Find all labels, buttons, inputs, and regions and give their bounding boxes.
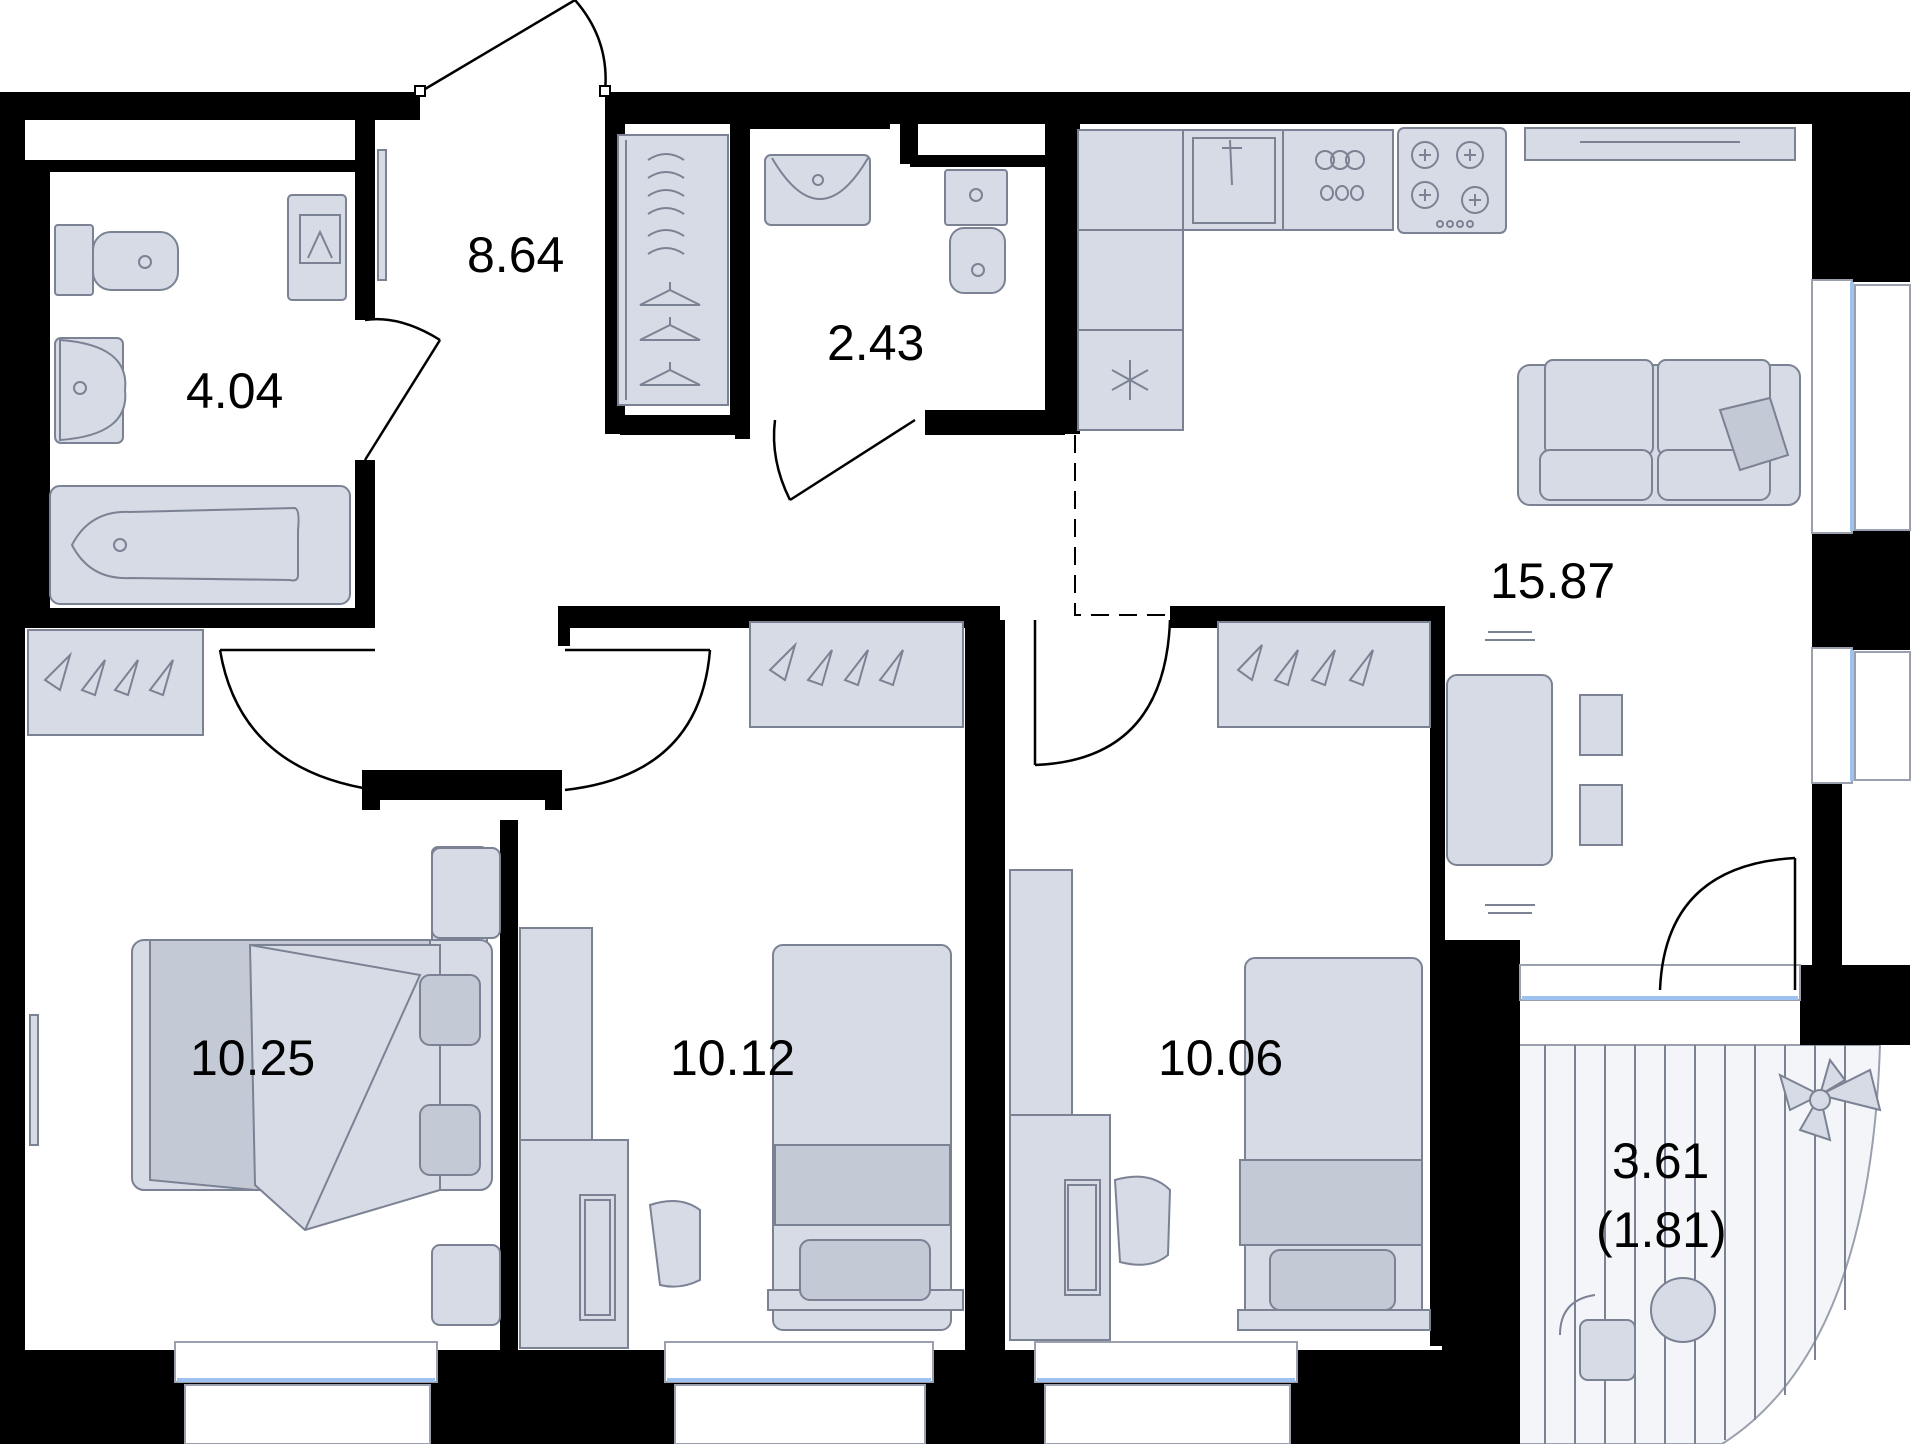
desk-3-icon [1009,869,1172,1341]
bathroom-door [363,318,442,461]
balcony-furniture [1559,1057,1882,1381]
hallway-mirror [377,149,387,281]
bedroom-2-furniture [519,621,964,1349]
bathtub-icon [49,485,351,605]
wardrobe-icon [27,629,204,736]
wardrobe-2-icon [749,621,964,728]
room-area-kitchen-living: 15.87 [1490,553,1615,609]
double-bed-icon [131,846,493,1232]
plant-icon [1778,1057,1882,1142]
area-labels: 4.04 8.64 2.43 15.87 10.25 10.12 10.06 3… [186,227,1727,1258]
window-bedroom-2 [664,1341,934,1444]
toilet-icon [944,169,1008,294]
bedroom-1-mirror [29,1014,39,1146]
room-area-bedroom-1: 10.25 [190,1030,315,1086]
room-area-toilet: 2.43 [827,315,924,371]
room-area-bedroom-2: 10.12 [670,1030,795,1086]
fridge-icon [1077,329,1184,431]
room-area-bathroom: 4.04 [186,363,283,419]
dishwasher-icon [1282,129,1394,231]
room-area-bedroom-3: 10.06 [1158,1030,1283,1086]
toilet-door [772,418,916,502]
doors [218,0,1797,991]
single-bed-3-icon [1237,957,1431,1331]
sink-icon [54,337,127,444]
stove-icon [1397,127,1507,234]
windows [174,279,1911,1444]
kitchen-furniture [1077,127,1801,914]
room-area-hallway: 8.64 [467,227,564,283]
dining-table-icon [1446,631,1623,914]
bedroom-2-door [564,648,712,792]
window-kitchen-lower [1811,647,1911,784]
single-bed-2-icon [767,944,964,1331]
nightstand-bottom [431,1244,501,1326]
entrance-door [414,0,611,97]
kitchen-opening [1074,435,1180,616]
kitchen-sink-icon [1182,129,1284,231]
balcony-door-frame [1519,964,1801,1001]
balcony-chair-icon [1559,1294,1636,1381]
toilet-furniture [764,154,1008,294]
bathroom-furniture [49,194,351,605]
bidet-icon [54,224,179,296]
desk-2-icon [519,927,701,1349]
room-area-balcony: 3.61 [1612,1133,1709,1189]
window-kitchen-upper [1811,279,1911,534]
balcony-door [1658,856,1797,991]
toilet-sink-icon [764,154,871,226]
sofa-icon [1517,359,1801,506]
bedroom-3-furniture [1009,621,1431,1341]
bedroom-1-door [218,648,376,792]
room-area-balcony-reduced: (1.81) [1596,1202,1727,1258]
window-bedroom-1 [174,1341,438,1444]
wardrobe-3-icon [1217,621,1431,728]
hallway-wardrobe [617,134,729,406]
bedroom-1-furniture [27,629,501,1326]
balcony-table-icon [1650,1277,1716,1343]
range-hood-icon [1524,127,1796,161]
window-bedroom-3 [1034,1341,1298,1444]
bedroom-3-door [1033,619,1172,767]
washing-machine-icon [287,194,347,301]
nightstand-top [431,847,501,939]
